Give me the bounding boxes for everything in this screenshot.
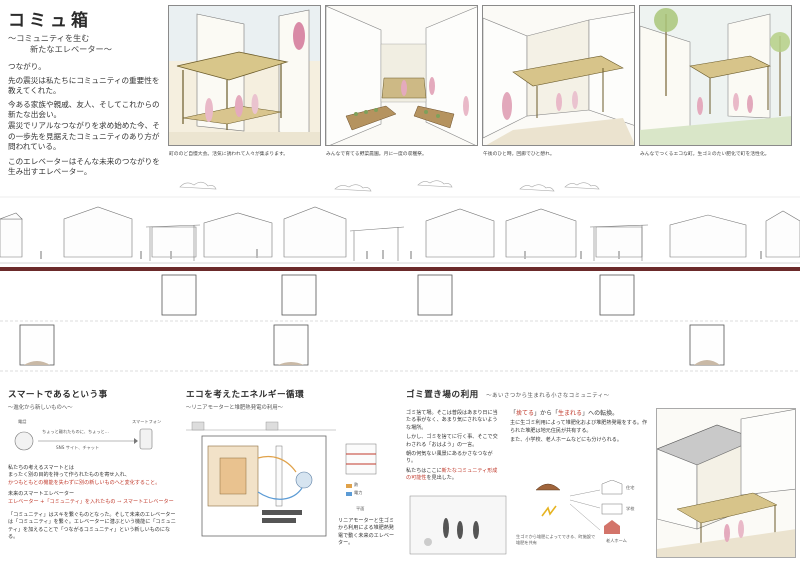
plan-label: 平面 bbox=[356, 506, 365, 511]
subtitle-line-2: 新たなエレベーター〜 bbox=[30, 44, 112, 54]
subtitle-line-1: 〜コミュニティを生む bbox=[8, 33, 90, 43]
garbage-body-1: ゴミ捨て場。そこは普段はあまり日に当たる事がなく、あまり気にされないような場所。 bbox=[406, 410, 498, 431]
column-energy: エコを考えたエネルギー循環 〜リニアモーターと堆肥熱発電の利用〜 熱 電力 平面… bbox=[186, 388, 398, 560]
caption-eco-town: みんなでつくるエコな町。生ゴミのたい肥化で町を活性化。 bbox=[640, 152, 770, 157]
garbage-body-6: また、小学校、老人ホームなどにも分けられる。 bbox=[510, 437, 622, 444]
column-garbage-subheading: 〜あいさつから生まれる小さなコミュニティ〜 bbox=[486, 393, 610, 399]
garbage-quote: 「捨てる」から「生まれる」への転換。 bbox=[510, 410, 619, 417]
subtitle: 〜コミュニティを生む 新たなエレベーター〜 bbox=[8, 33, 163, 55]
node-school: 学校 bbox=[626, 506, 635, 511]
energy-cycle-diagram bbox=[186, 421, 377, 537]
column-energy-heading: エコを考えたエネルギー循環 bbox=[186, 390, 305, 400]
caption-vegetable-garden: みんなで育てる野菜農園。月に一度の収穫祭。 bbox=[326, 152, 427, 157]
caption-afternoon-corridor: 午後のひと時。回廊でひと憩れ。 bbox=[483, 152, 555, 157]
intro-paragraph: 今ある家族や親戚、友人、そしてこれからの新たな出会い。 bbox=[8, 99, 160, 120]
legend-heat: 熱 bbox=[354, 482, 359, 487]
column-smart-subheading: 〜進化から新しいものへ〜 bbox=[8, 405, 73, 411]
garbage-body-4: 私たちはここに新たなコミュニティ形成の可能性を見出した。 bbox=[406, 467, 498, 482]
smart-formula: エレベーター +「コミュニティ」を入れたもの → スマートエレベーター bbox=[8, 498, 174, 505]
intro-text: つながり。 先の震災は私たちにコミュニティの重要性を教えてくれた。 今ある家族や… bbox=[8, 62, 163, 178]
smart-body-1: 私たちの考えるスマートとは bbox=[8, 465, 74, 471]
intro-paragraph: 震災でリアルなつながりを求め始めた今、その一歩先を見据えたコミュニティのあり方が… bbox=[8, 120, 160, 152]
legend-power: 電力 bbox=[354, 490, 363, 495]
energy-body: リニアモーターと生ゴミから利用による堆肥熱発電で動く未来のエレベーター。 bbox=[338, 518, 395, 547]
main-title: コミュ箱 bbox=[8, 11, 92, 31]
illustration-vegetable-garden bbox=[325, 5, 478, 146]
title-block: コミュ箱 〜コミュニティを生む 新たなエレベーター〜 つながり。 先の震災は私た… bbox=[8, 6, 163, 181]
column-energy-subheading: 〜リニアモーターと堆肥熱発電の利用〜 bbox=[186, 405, 284, 411]
garbage-body-right: 「捨てる」から「生まれる」への転換。 主に生ゴミ利用によって堆肥化および堆肥熱発… bbox=[510, 410, 650, 445]
garbage-cycle-diagram bbox=[409, 480, 623, 555]
intro-paragraph: 先の震災は私たちにコミュニティの重要性を教えてくれた。 bbox=[8, 75, 160, 96]
smart-body-3: かつもともとの機能を失わずに別の新しいものへと変化すること。 bbox=[8, 479, 161, 486]
node-house: 住宅 bbox=[626, 485, 635, 490]
street-section-drawing bbox=[0, 175, 800, 380]
garbage-body-5: 主に生ゴミ利用によって堆肥化および堆肥熱発電をする。作られた堆肥は地元住民が共有… bbox=[510, 420, 648, 434]
illustration-garbage-station bbox=[656, 408, 796, 558]
diagram-label-smartphone: スマートフォン bbox=[132, 419, 162, 424]
nursing-home-icon bbox=[604, 520, 620, 534]
illustration-afternoon-corridor bbox=[482, 5, 635, 146]
intro-paragraph: このエレベーターはそんな未来のつながりを生み出すエレベーター。 bbox=[8, 156, 160, 177]
diagram-label-mid-bottom: SNS サイト、チャット bbox=[56, 445, 100, 450]
garbage-body-left: ゴミ捨て場。そこは普段はあまり日に当たる事がなく、あまり気にされないような場所。… bbox=[406, 410, 498, 483]
intro-paragraph: つながり。 bbox=[8, 62, 46, 71]
column-garbage-title: ゴミ置き場の利用 bbox=[406, 390, 479, 400]
smart-future-label: 未来のスマートエレベーター bbox=[8, 491, 75, 498]
column-smart-heading: スマートであるという事 bbox=[8, 390, 108, 400]
smart-body-2: まったく別の目的を持って作られたものを寄せ入れ、 bbox=[8, 472, 130, 479]
garbage-body-2: しかし、ゴミを捨てに行く事、そこで交わされる「おはよう」の一言。 bbox=[406, 434, 498, 448]
column-garbage-heading: ゴミ置き場の利用 〜あいさつから生まれる小さなコミュニティ〜 bbox=[406, 388, 650, 400]
garbage-body-3: 朝の何気ない風景にあるかさなつながり。 bbox=[406, 451, 493, 465]
illustration-eco-town bbox=[639, 5, 792, 146]
smart-diagram: 電話 ちょっと離れたものに、ちょっと… SNS サイト、チャット スマートフォン bbox=[8, 417, 178, 457]
column-garbage: ゴミ置き場の利用 〜あいさつから生まれる小さなコミュニティ〜 ゴミ捨て場。そこは… bbox=[406, 388, 650, 560]
smart-body: 私たちの考えるスマートとは まったく別の目的を持って作られたものを寄せ入れ、 か… bbox=[8, 465, 178, 542]
column-smart: スマートであるという事 〜進化から新しいものへ〜 電話 ちょっと離れたものに、ち… bbox=[8, 388, 178, 560]
ground-line bbox=[0, 267, 800, 271]
house-icon bbox=[601, 480, 623, 495]
smart-body-4: 「コミュニティ」はスキを繋ぐものとなった。そして未来のエレベーターは「コミュニテ… bbox=[8, 512, 176, 541]
node-nursing-home: 老人ホーム bbox=[606, 538, 627, 543]
school-icon bbox=[601, 503, 623, 515]
smartphone-icon bbox=[139, 428, 153, 450]
diagram-label-mid-top: ちょっと離れたものに、ちょっと… bbox=[42, 429, 109, 434]
garbage-note: 生ゴミから堆肥によってできる、町施設で堆肥を共有 bbox=[516, 534, 596, 545]
caption-stage-festival: 町ののど自慢大会。活気に誘われて人々が集まります。 bbox=[169, 152, 289, 157]
diagram-label-phone: 電話 bbox=[18, 419, 27, 424]
phone-icon bbox=[14, 431, 34, 451]
illustration-stage-festival bbox=[168, 5, 321, 146]
